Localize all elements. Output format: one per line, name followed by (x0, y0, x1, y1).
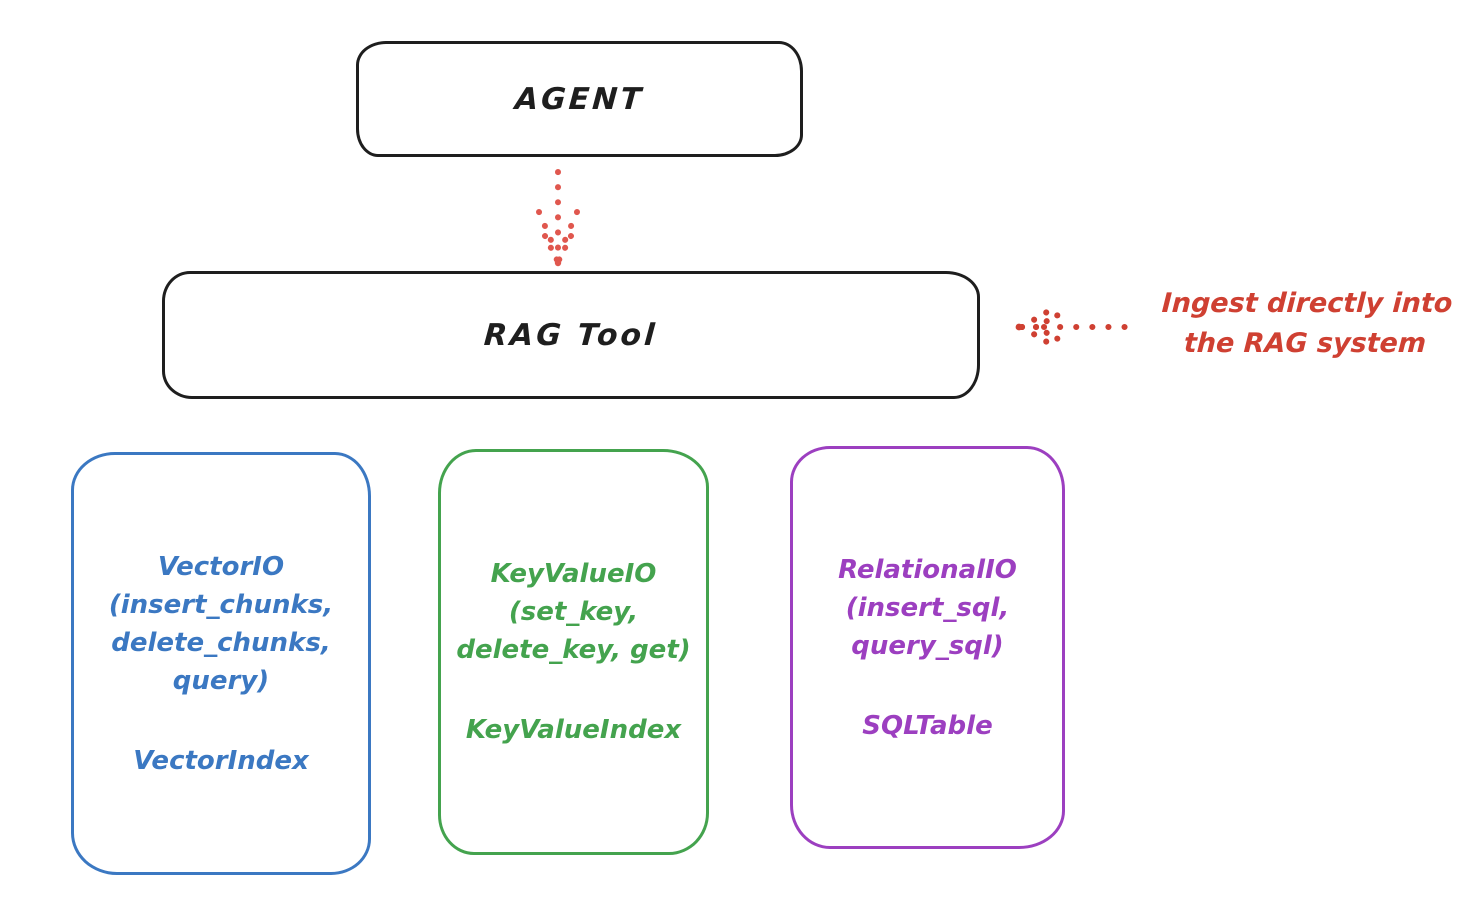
card-text-line: (insert_sql, (845, 592, 1010, 623)
card-text-line: VectorIO (157, 551, 285, 582)
rag-tool-box: RAG Tool (162, 271, 980, 399)
key-value-io-signature: KeyValueIO (set_key, delete_key, get) (456, 555, 690, 669)
card-relational-io: RelationalIO (insert_sql, query_sql) SQLTa… (790, 446, 1065, 849)
agent-box: AGENT (356, 41, 803, 157)
card-text-line: delete_key, get) (456, 635, 691, 665)
agent-to-rag-arrow (536, 169, 580, 267)
card-text-line: (set_key, (508, 597, 639, 627)
vector-index-label: VectorIndex (133, 745, 309, 776)
sql-table-label: SQLTable (862, 710, 993, 741)
card-text-line: (insert_chunks, (108, 589, 334, 620)
vector-io-signature: VectorIO (insert_chunks, delete_chunks,que… (109, 548, 333, 700)
agent-box-label: AGENT (513, 81, 646, 117)
card-vector-io: VectorIO (insert_chunks, delete_chunks,que… (71, 452, 371, 875)
card-key-value-io: KeyValueIO (set_key, delete_key, get) KeyV… (438, 449, 709, 855)
card-text-line: RelationalIO (838, 554, 1017, 585)
card-text-line: query) (172, 665, 270, 696)
annotation-to-rag-arrow (1015, 306, 1133, 348)
ingest-annotation: Ingest directly into the RAG system (1136, 284, 1476, 364)
key-value-index-label: KeyValueIndex (465, 715, 682, 745)
rag-tool-box-label: RAG Tool (483, 317, 659, 353)
card-text-line: delete_chunks, (111, 627, 331, 658)
card-text-line: query_sql) (851, 630, 1004, 661)
card-text-line: KeyValueIO (490, 559, 657, 589)
ingest-annotation-line2: the RAG system (1183, 328, 1427, 359)
ingest-annotation-line1: Ingest directly into (1160, 288, 1454, 319)
relational-io-signature: RelationalIO (insert_sql, query_sql) (838, 551, 1017, 665)
